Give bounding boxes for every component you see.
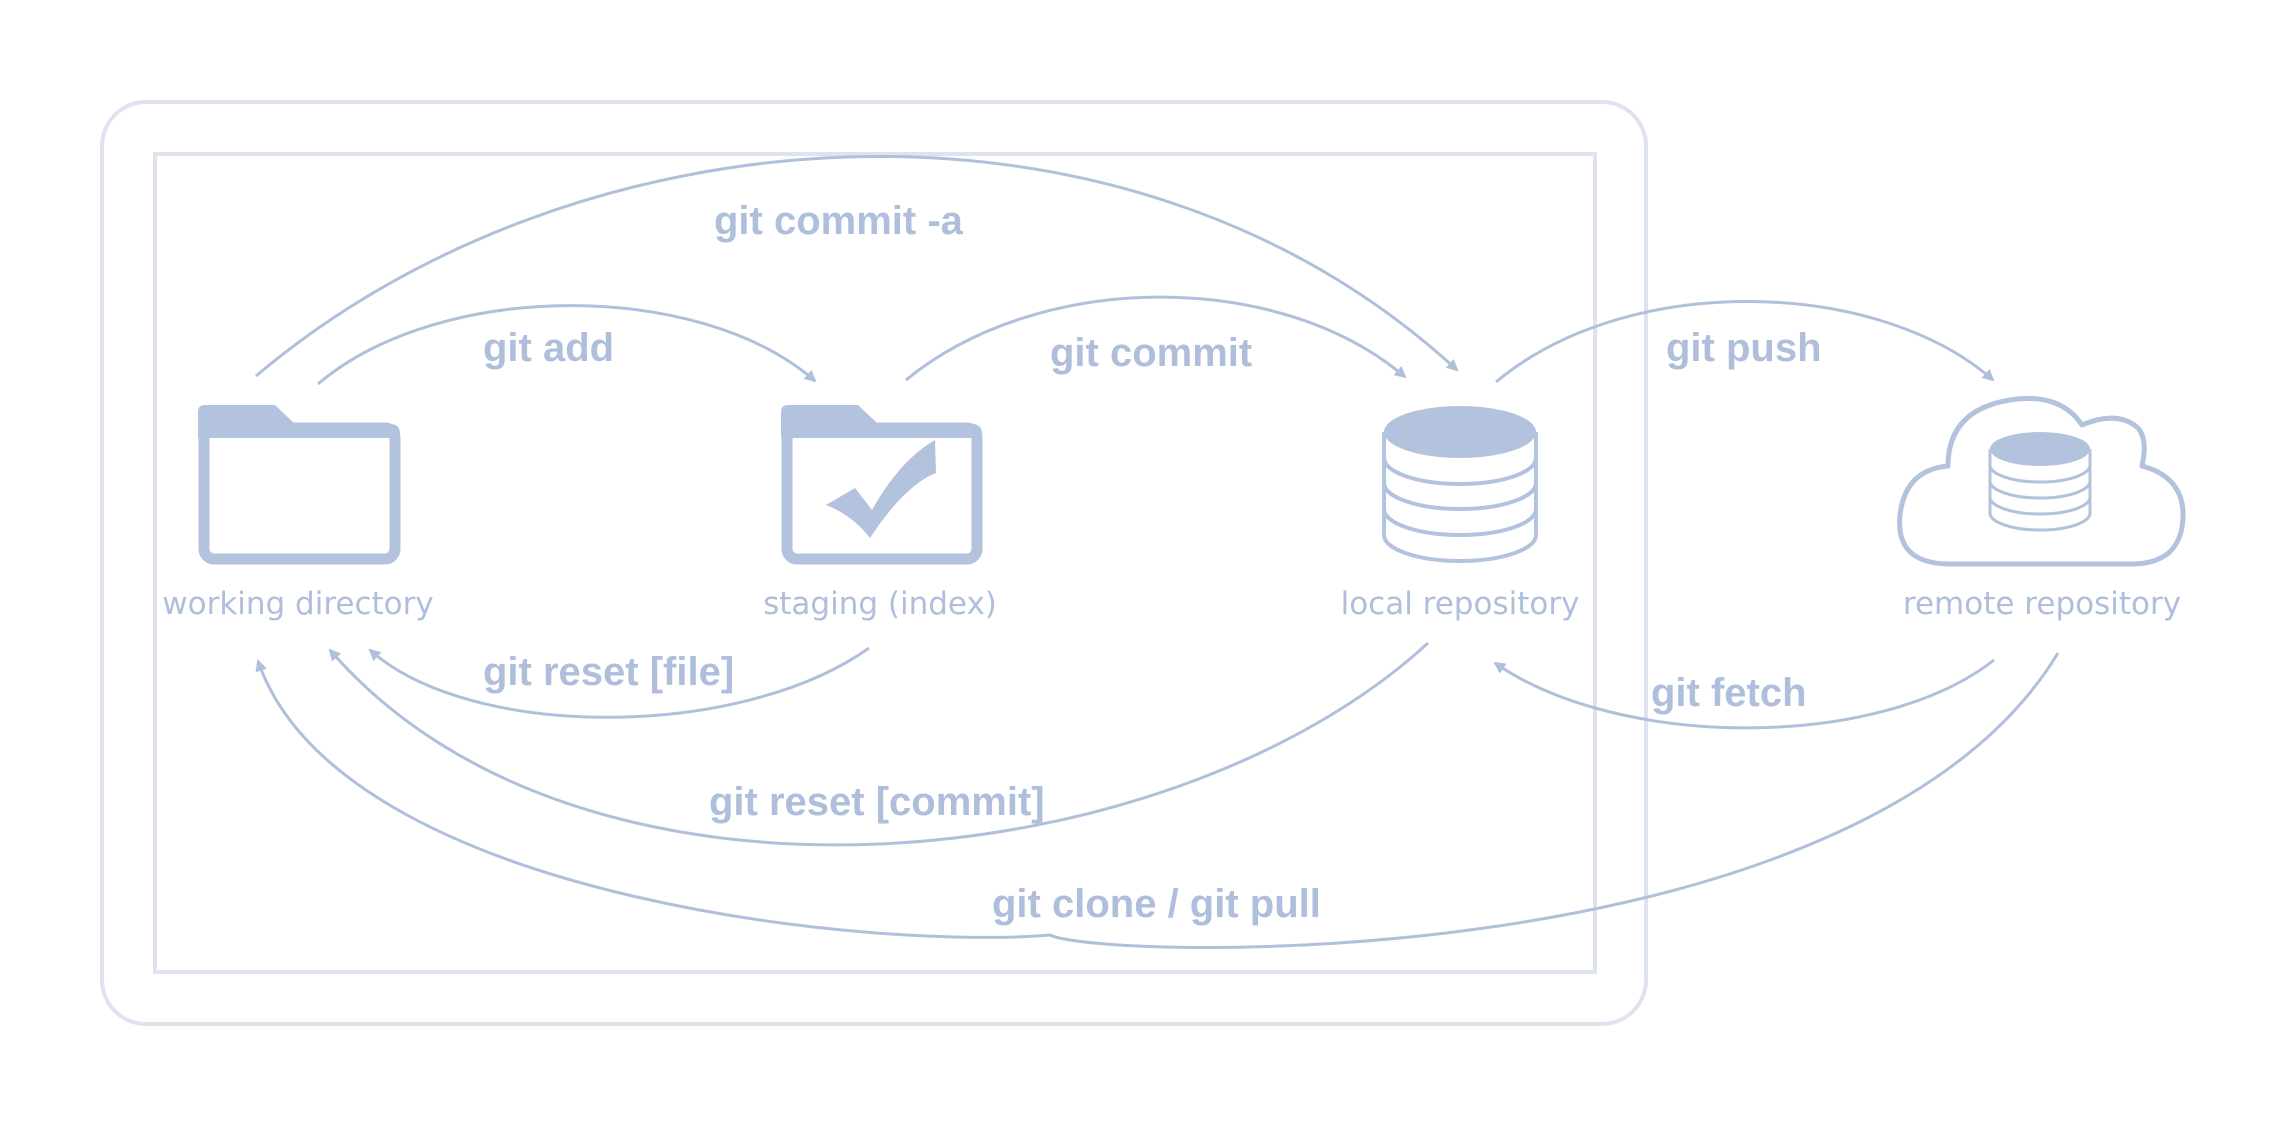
remote-repository-label: remote repository [1903,586,2181,622]
reset-commit-arrow [328,641,1430,847]
commit-a-label: git commit -a [714,199,964,243]
add-label: git add [483,326,614,370]
clone-pull-arrow [255,652,2060,949]
clone-pull-label: git clone / git pull [992,882,1321,926]
working-directory-label: working directory [162,586,434,622]
fetch-label: git fetch [1651,671,1807,715]
local-repository-label: local repository [1341,586,1580,622]
commit-a-arrow [255,154,1459,378]
reset-file-label: git reset [file] [483,650,734,694]
cloud-database-icon [1897,395,2186,567]
folder-icon [198,405,401,565]
local-workspace-frame [153,152,1597,974]
local-machine-frame [100,100,1648,1026]
folder-check-icon [781,405,983,565]
push-label: git push [1666,326,1822,370]
staging-label: staging (index) [763,586,997,622]
commit-label: git commit [1050,331,1252,375]
database-icon [1382,406,1538,563]
reset-commit-label: git reset [commit] [709,780,1045,824]
commit-arrow [905,295,1407,382]
add-arrow [317,304,817,386]
push-arrow [1495,300,1995,384]
reset-file-arrow [368,646,870,719]
fetch-arrow [1493,658,1995,730]
